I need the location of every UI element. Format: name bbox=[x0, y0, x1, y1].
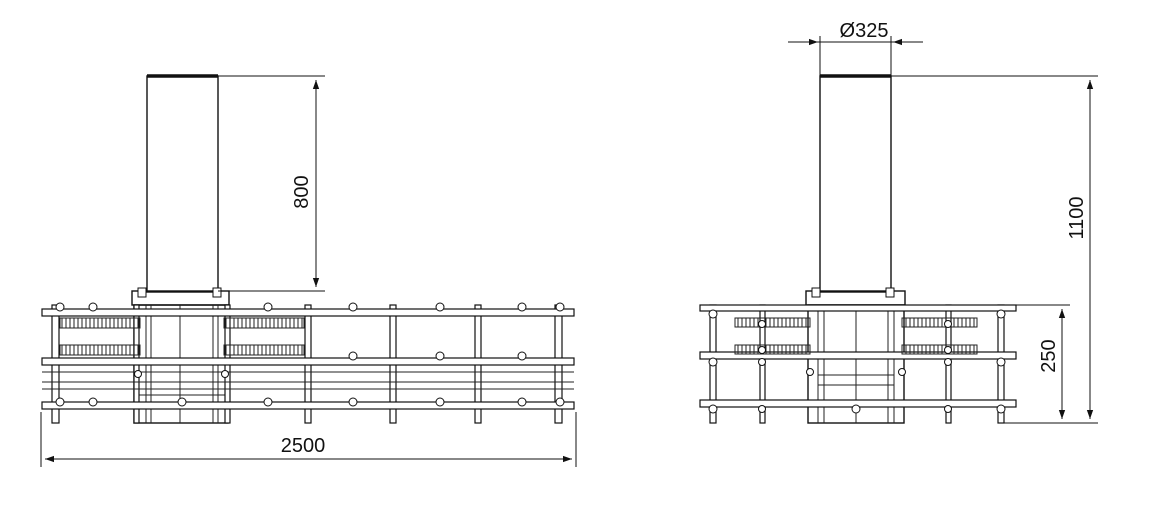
side-rebar-dots bbox=[708, 309, 1006, 414]
side-view: Ø325 1100 250 bbox=[699, 20, 1098, 424]
front-flange-bolt bbox=[137, 287, 147, 298]
side-cage-horizontals bbox=[699, 304, 1017, 408]
front-flange-bolt bbox=[212, 287, 222, 298]
front-cage-horizontals bbox=[41, 308, 575, 410]
front-bollard-post bbox=[146, 75, 219, 293]
front-width-dimension: 2500 bbox=[40, 412, 577, 467]
side-total-height-dimension: 1100 bbox=[891, 75, 1098, 424]
side-cage-height-dimension: 250 bbox=[1016, 304, 1070, 419]
side-threaded-rods bbox=[734, 317, 978, 355]
front-view: 800 2500 bbox=[40, 74, 577, 467]
front-rebar-dots bbox=[55, 302, 565, 407]
dim-label-800: 800 bbox=[291, 175, 313, 208]
dim-label-250: 250 bbox=[1038, 339, 1060, 372]
dim-label-diameter: Ø325 bbox=[840, 20, 889, 42]
dim-label-2500: 2500 bbox=[281, 435, 326, 457]
dim-label-1100: 1100 bbox=[1066, 196, 1088, 239]
front-height-dimension: 800 bbox=[218, 75, 325, 292]
front-threaded-rods bbox=[59, 317, 305, 356]
side-diameter-dimension: Ø325 bbox=[788, 20, 923, 76]
side-bollard-post bbox=[819, 75, 892, 293]
